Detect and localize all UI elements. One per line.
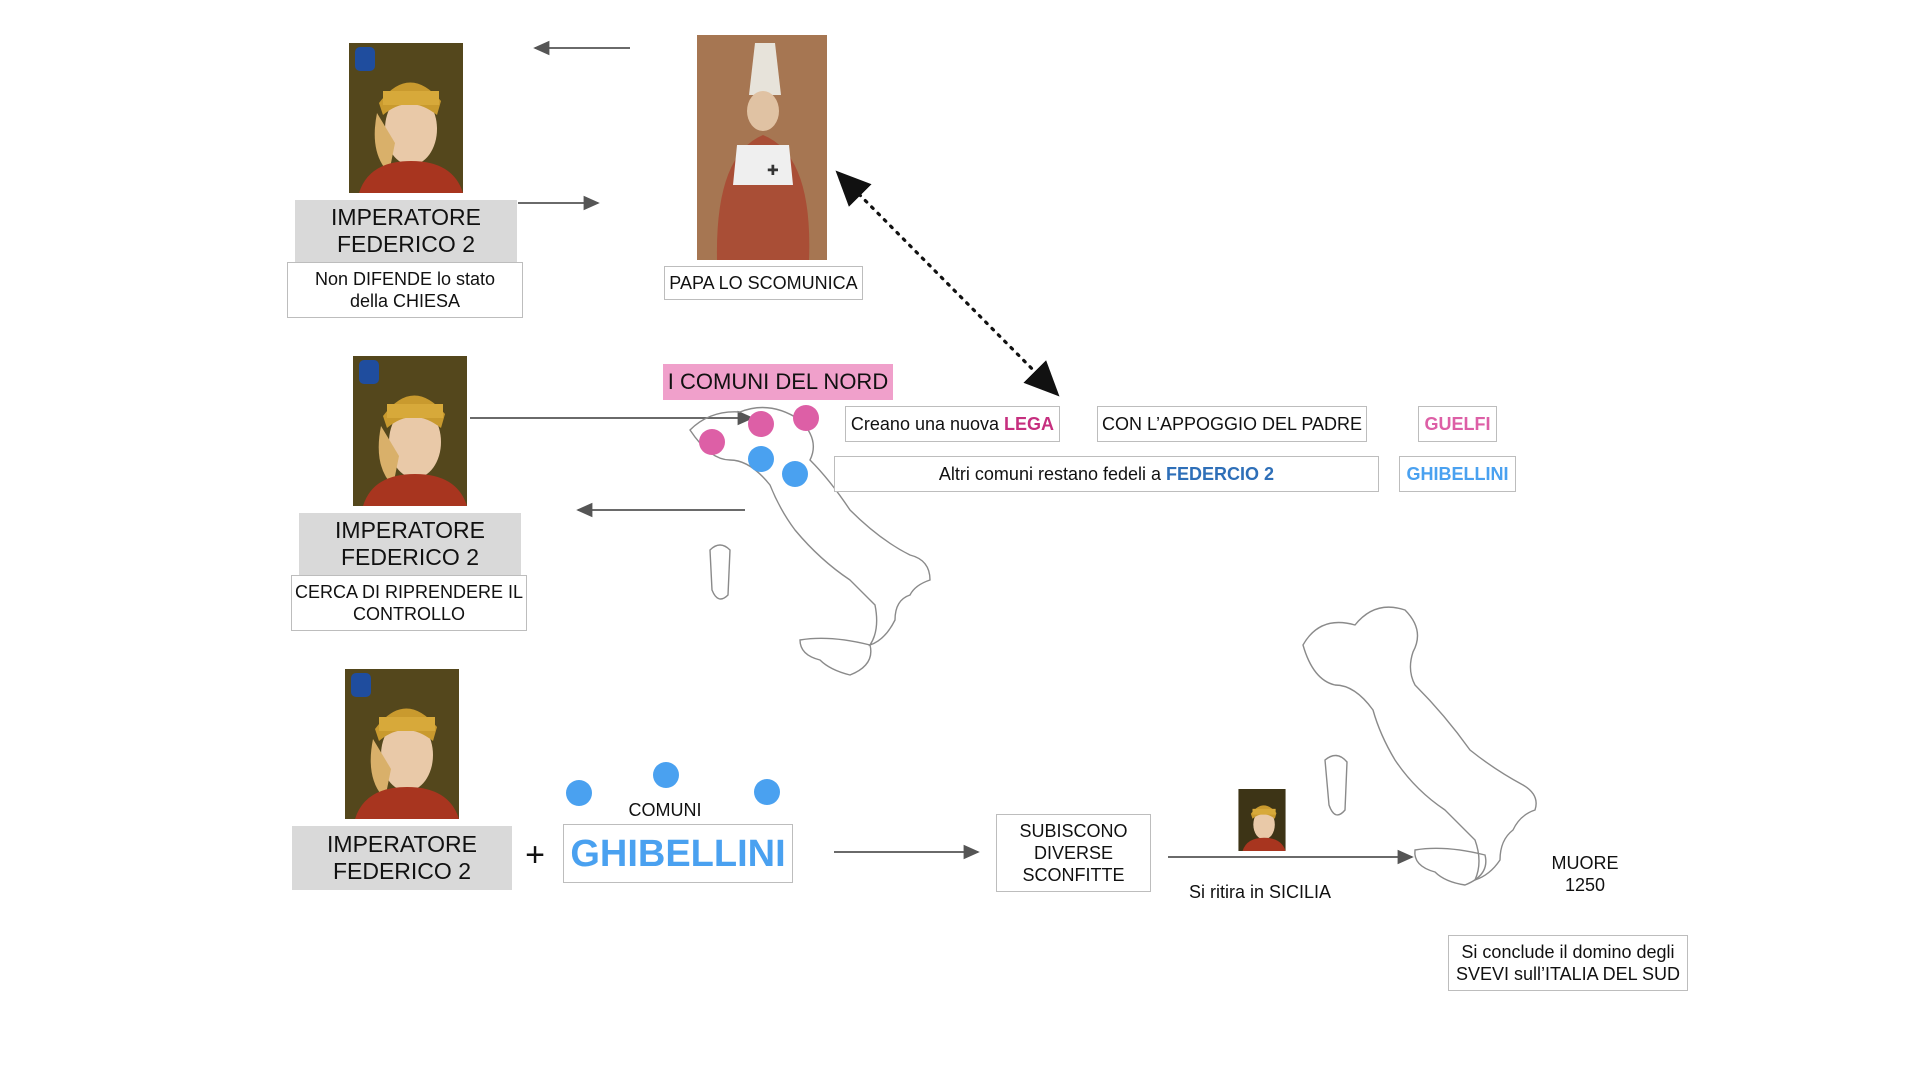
fedeli-prefix: Altri comuni restano fedeli a: [938, 464, 1167, 484]
lega-word: LEGA: [1004, 414, 1055, 434]
lega-prefix: Creano una nuova: [850, 414, 1005, 434]
comuni-title: I COMUNI DEL NORD: [663, 364, 893, 400]
emperor-portrait-3: [345, 669, 459, 819]
appoggio-box: CON L’APPOGGIO DEL PADRE: [1097, 406, 1367, 442]
map-dot-blue-2: [782, 461, 808, 487]
emperor-portrait-1: [349, 43, 463, 193]
lega-box: Creano una nuova LEGA: [845, 406, 1060, 442]
fedeli-name: FEDERCIO 2: [1166, 464, 1275, 484]
comuni-label: COMUNI: [628, 800, 702, 820]
emperor-label-3: IMPERATORE FEDERICO 2: [292, 826, 512, 890]
svg-text:✚: ✚: [767, 163, 779, 179]
ghibellini-big-box: GHIBELLINI: [563, 824, 793, 883]
emperor-label-1: IMPERATORE FEDERICO 2: [295, 200, 517, 262]
emperor-note-1: Non DIFENDE lo stato della CHIESA: [287, 262, 523, 318]
comuni-dot-3: [754, 779, 780, 805]
pope-portrait: ✚: [697, 35, 827, 260]
map-dot-pink-1: [699, 429, 725, 455]
plus-sign: +: [525, 836, 545, 874]
map-dot-pink-3: [793, 405, 819, 431]
sconfitte-box: SUBISCONO DIVERSE SCONFITTE: [996, 814, 1151, 892]
map-dot-pink-2: [748, 411, 774, 437]
emperor-label-2: IMPERATORE FEDERICO 2: [299, 513, 521, 575]
italy-map-2: [1302, 606, 1537, 886]
italy-map-1: [689, 406, 931, 676]
pope-label: PAPA LO SCOMUNICA: [664, 266, 863, 300]
guelfi-box: GUELFI: [1418, 406, 1497, 442]
comuni-dot-1: [566, 780, 592, 806]
map-dot-blue-1: [748, 446, 774, 472]
emperor-note-2: CERCA DI RIPRENDERE IL CONTROLLO: [291, 575, 527, 631]
comuni-dot-2: [653, 762, 679, 788]
muore-text: MUORE 1250: [1551, 853, 1619, 895]
emperor-portrait-small: [1238, 789, 1286, 851]
ritira-text: Si ritira in SICILIA: [1188, 882, 1332, 902]
ghibellini-box: GHIBELLINI: [1399, 456, 1516, 492]
conclusione-box: Si conclude il domino degli SVEVI sull’I…: [1448, 935, 1688, 991]
fedeli-box: Altri comuni restano fedeli a FEDERCIO 2: [834, 456, 1379, 492]
emperor-portrait-2: [353, 356, 467, 506]
